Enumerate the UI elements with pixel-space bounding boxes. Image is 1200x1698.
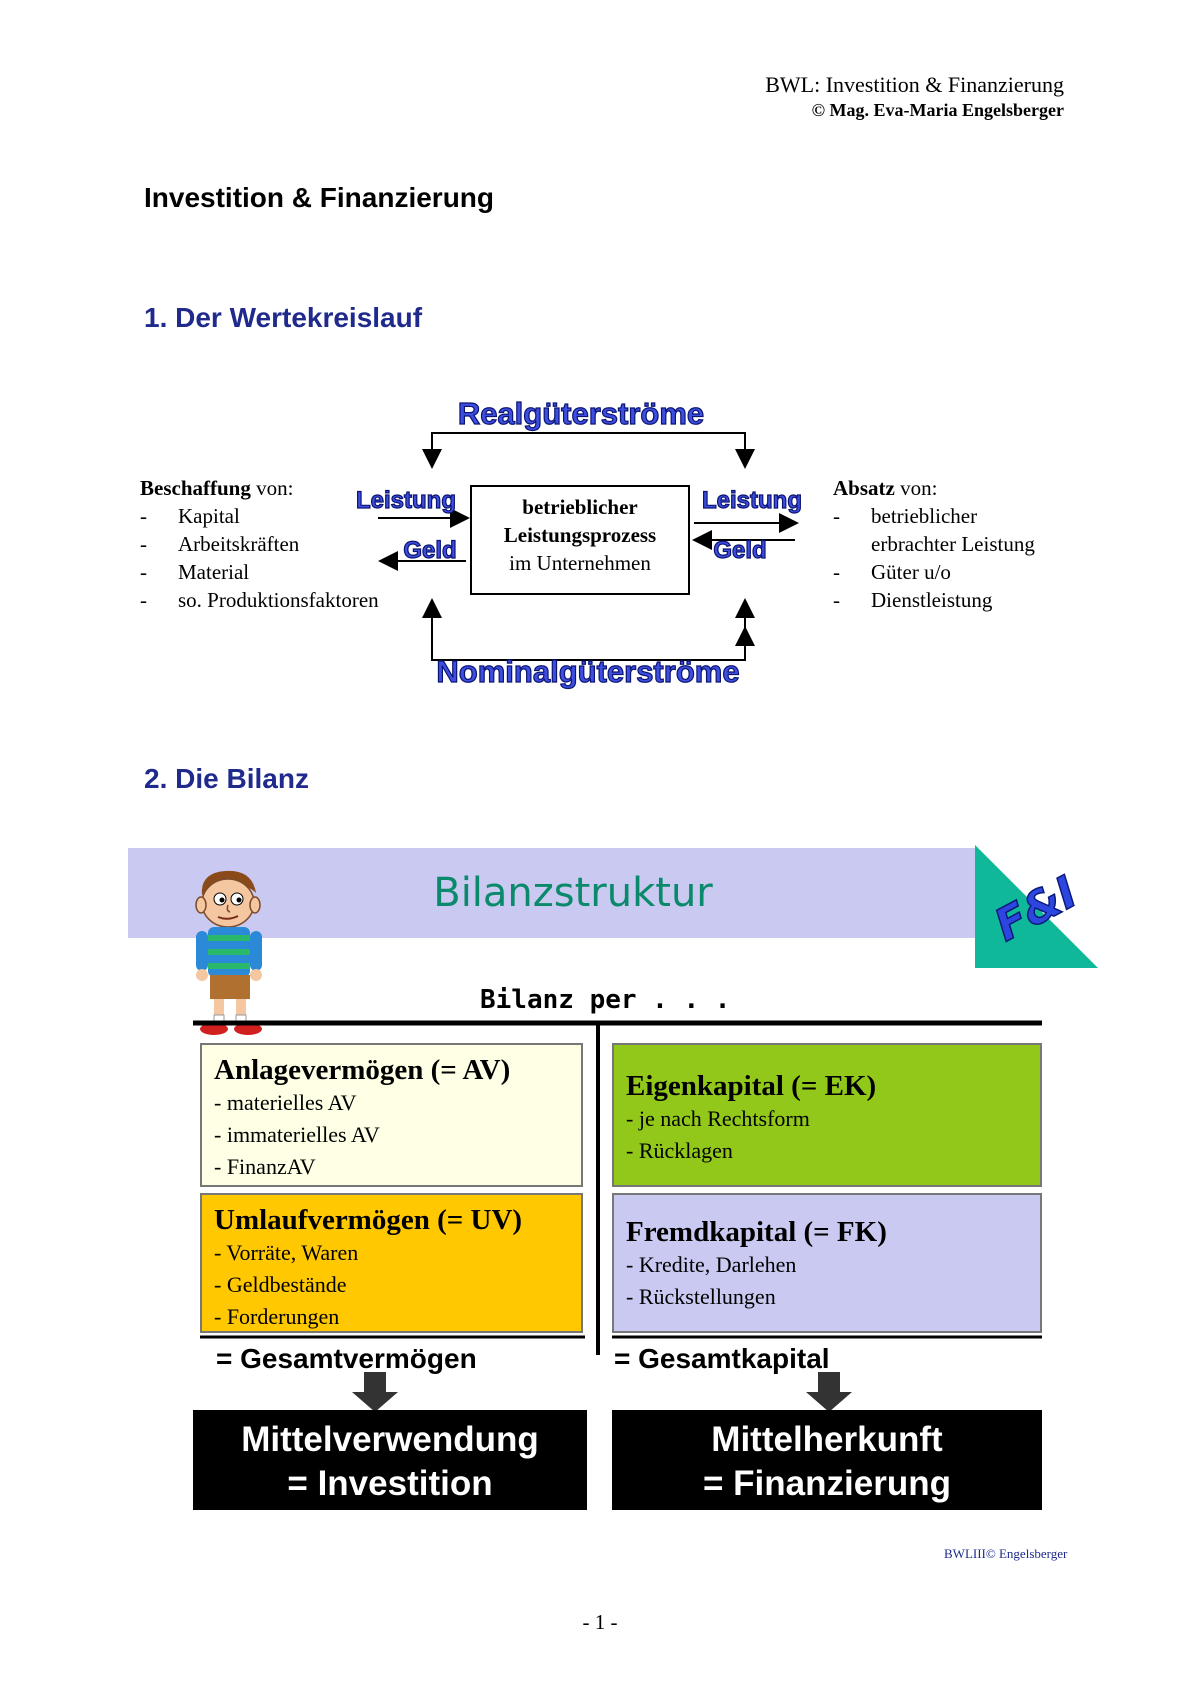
section-heading-bilanz: 2. Die Bilanz (144, 763, 309, 794)
leistungsprozess-box: betrieblicher Leistungsprozess im Untern… (470, 485, 690, 595)
list-item: -Dienstleistung (833, 588, 993, 612)
real-flow-line (431, 432, 755, 469)
list-item: - je nach Rechtsform (626, 1106, 810, 1131)
list-item: -Kapital (140, 504, 240, 528)
right-geld-label: Geld (713, 537, 766, 564)
mittelherkunft-line: Mittelherkunft (711, 1420, 943, 1459)
uv-title: Umlaufvermögen (= UV) (214, 1204, 523, 1236)
list-item: - Vorräte, Waren (214, 1240, 359, 1265)
nominalgueterstroeme-label: Nominalgüterströme (436, 654, 739, 689)
center-line-2: Leistungsprozess (503, 523, 657, 547)
absatz-list: Absatz von: -betrieblicher erbrachter Le… (833, 474, 1035, 614)
list-item: - immaterielles AV (214, 1122, 380, 1147)
av-title: Anlagevermögen (= AV) (214, 1054, 511, 1086)
t-account-lines (193, 1020, 1042, 1355)
absatz-title: Absatz (833, 476, 895, 500)
list-item: - Kredite, Darlehen (626, 1252, 797, 1277)
list-item: -Arbeitskräften (140, 532, 300, 556)
fi-logo: F&I (975, 845, 1098, 968)
bilanz-per-label: Bilanz per . . . (480, 985, 731, 1015)
realgueterstroeme-label: Realgüterströme (458, 396, 704, 431)
fk-title: Fremdkapital (= FK) (626, 1216, 887, 1248)
slide-credit: BWLIII© Engelsberger (944, 1546, 1068, 1561)
page-title: Investition & Finanzierung (144, 182, 495, 213)
beschaffung-title: Beschaffung (140, 476, 251, 500)
list-item: - materielles AV (214, 1090, 357, 1115)
list-item: - Rücklagen (626, 1138, 733, 1163)
center-line-1: betrieblicher (522, 495, 638, 519)
mittelverwendung-block: Mittelverwendung = Investition (193, 1410, 587, 1510)
center-line-3: im Unternehmen (509, 551, 651, 575)
slide-title-band (128, 848, 978, 938)
absatz-suffix: von: (894, 476, 938, 500)
left-geld-label: Geld (403, 537, 456, 564)
gesamtvermoegen-label: = Gesamtvermögen (216, 1343, 477, 1374)
section-heading-wertekreislauf: 1. Der Wertekreislauf (144, 302, 423, 333)
fremdkapital-box: Fremdkapital (= FK) - Kredite, Darlehen … (612, 1193, 1042, 1333)
beschaffung-list: Beschaffung von: -Kapital -Arbeitskräfte… (140, 474, 379, 614)
list-item: - Rückstellungen (626, 1284, 776, 1309)
list-item: -betrieblicher (833, 504, 978, 528)
slide-title: Bilanzstruktur (433, 870, 713, 916)
finanzierung-line: = Finanzierung (703, 1464, 951, 1503)
eigenkapital-box: Eigenkapital (= EK) - je nach Rechtsform… (612, 1043, 1042, 1187)
list-item: - Forderungen (214, 1304, 340, 1329)
down-arrow-icon (352, 1372, 398, 1412)
right-leistung-label: Leistung (702, 487, 802, 514)
gesamtkapital-label: = Gesamtkapital (614, 1343, 830, 1374)
beschaffung-suffix: von: (250, 476, 294, 500)
mittelherkunft-block: Mittelherkunft = Finanzierung (612, 1410, 1042, 1510)
umlaufvermoegen-box: Umlaufvermögen (= UV) - Vorräte, Waren -… (200, 1193, 583, 1333)
header-author: © Mag. Eva-Maria Engelsberger (811, 100, 1064, 120)
cartoon-boy-icon (195, 870, 262, 1035)
left-leistung-label: Leistung (356, 487, 456, 514)
down-arrow-icon (806, 1372, 852, 1412)
wertekreislauf-diagram: Realgüterströme Nominalgüterströme Leist… (355, 395, 802, 689)
list-item: -Güter u/o (833, 560, 951, 584)
list-item: - FinanzAV (214, 1154, 316, 1179)
page-number: - 1 - (582, 1610, 618, 1634)
list-item: -so. Produktionsfaktoren (140, 588, 379, 612)
list-item: - Geldbestände (214, 1272, 347, 1297)
list-item: -Material (140, 560, 250, 584)
mittelverwendung-line: Mittelverwendung (241, 1420, 539, 1459)
header-title: BWL: Investition & Finanzierung (765, 72, 1064, 97)
anlagevermoegen-box: Anlagevermögen (= AV) - materielles AV -… (200, 1043, 583, 1187)
list-item: erbrachter Leistung (871, 532, 1035, 556)
ek-title: Eigenkapital (= EK) (626, 1070, 877, 1102)
investition-line: = Investition (287, 1464, 493, 1503)
